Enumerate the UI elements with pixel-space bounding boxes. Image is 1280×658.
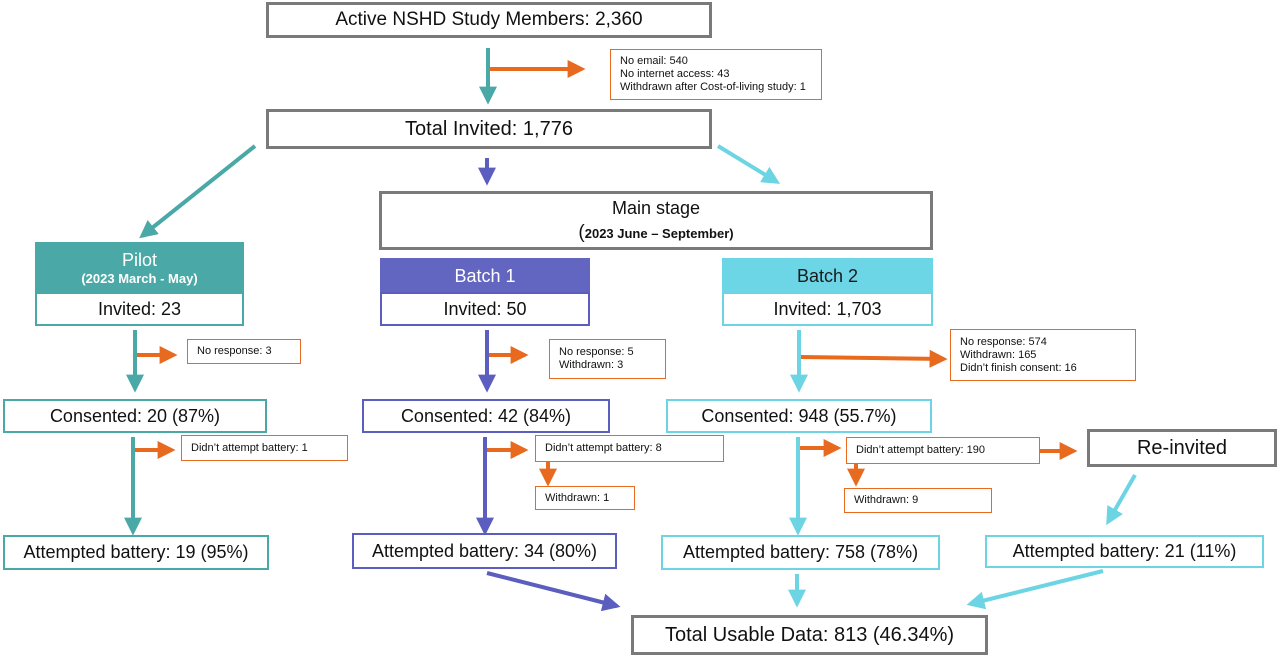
batch2-withdrawn-label: Withdrawn: 9 bbox=[854, 494, 919, 506]
batch1-exclusions-box: No response: 5 Withdrawn: 3 bbox=[549, 339, 666, 379]
exclusion-no-internet: No internet access: 43 bbox=[620, 68, 730, 80]
reinvited-box: Re-invited bbox=[1087, 429, 1277, 467]
pilot-consented-label: Consented: 20 (87%) bbox=[49, 405, 221, 426]
arrow-reinvited-to-total bbox=[966, 569, 1104, 610]
batch2-invited-box: Invited: 1,703 bbox=[722, 292, 933, 326]
arrow-invited-to-batch2 bbox=[716, 144, 781, 184]
pilot-header: Pilot (2023 March - May) bbox=[35, 242, 244, 294]
total-usable-box: Total Usable Data: 813 (46.34%) bbox=[631, 615, 988, 655]
batch1-no-response: No response: 5 bbox=[559, 346, 634, 358]
pilot-consented-box: Consented: 20 (87%) bbox=[3, 399, 267, 433]
batch2-attempted-box: Attempted battery: 758 (78%) bbox=[661, 535, 940, 570]
arrow-reinvited-to-attempted bbox=[1106, 474, 1137, 526]
batch2-didnt-finish-consent: Didn’t finish consent: 16 bbox=[960, 361, 1077, 374]
pilot-attempted-label: Attempted battery: 19 (95%) bbox=[23, 542, 249, 562]
batch2-withdrawn-box: Withdrawn: 9 bbox=[844, 488, 992, 513]
active-members-box: Active NSHD Study Members: 2,360 bbox=[266, 2, 712, 38]
batch1-consented-label: Consented: 42 (84%) bbox=[400, 405, 572, 426]
reinvited-attempted-box: Attempted battery: 21 (11%) bbox=[985, 535, 1264, 568]
batch1-attempted-box: Attempted battery: 34 (80%) bbox=[352, 533, 617, 569]
pilot-attempted-box: Attempted battery: 19 (95%) bbox=[3, 535, 269, 570]
batch2-attempted-label: Attempted battery: 758 (78%) bbox=[682, 542, 919, 562]
pilot-didnt-attempt-label: Didn’t attempt battery: 1 bbox=[191, 441, 308, 454]
pilot-title: Pilot bbox=[121, 250, 157, 270]
batch2-didnt-attempt-box: Didn’t attempt battery: 190 bbox=[846, 437, 1040, 464]
batch2-header: Batch 2 bbox=[722, 258, 933, 294]
batch1-withdrawn-label: Withdrawn: 1 bbox=[545, 491, 610, 504]
main-stage-box: Main stage (2023 June – September) bbox=[379, 191, 933, 250]
arrow-b1-to-total bbox=[486, 571, 621, 612]
batch1-invited-box: Invited: 50 bbox=[380, 292, 590, 326]
pilot-no-response-box: No response: 3 bbox=[187, 339, 301, 364]
total-invited-box: Total Invited: 1,776 bbox=[266, 109, 712, 149]
batch1-invited-label: Invited: 50 bbox=[443, 298, 527, 319]
pilot-dates: (2023 March - May) bbox=[81, 271, 198, 286]
main-stage-dates-text: 2023 June – September) bbox=[584, 225, 734, 241]
batch1-withdrawn-box: Withdrawn: 1 bbox=[535, 486, 635, 510]
batch1-attempted-label: Attempted battery: 34 (80%) bbox=[371, 540, 598, 561]
batch2-didnt-attempt-label: Didn’t attempt battery: 190 bbox=[856, 444, 986, 456]
main-stage-dates-paren: ( bbox=[578, 221, 585, 243]
batch1-consented-box: Consented: 42 (84%) bbox=[362, 399, 610, 433]
batch2-consented-label: Consented: 948 (55.7%) bbox=[701, 405, 897, 426]
batch2-no-response: No response: 574 bbox=[960, 335, 1047, 348]
batch1-didnt-attempt-label: Didn’t attempt battery: 8 bbox=[545, 442, 662, 454]
batch1-didnt-attempt-box: Didn’t attempt battery: 8 bbox=[535, 435, 724, 462]
main-stage-dates: (2023 June – September) bbox=[578, 222, 733, 244]
batch2-title: Batch 2 bbox=[796, 265, 859, 286]
total-invited-label: Total Invited: 1,776 bbox=[405, 117, 573, 140]
reinvited-title: Re-invited bbox=[1136, 436, 1228, 459]
pilot-didnt-attempt-box: Didn’t attempt battery: 1 bbox=[181, 435, 348, 461]
reinvited-attempted-label: Attempted battery: 21 (11%) bbox=[1012, 541, 1237, 561]
batch2-exclusions-box: No response: 574 Withdrawn: 165 Didn’t f… bbox=[950, 329, 1136, 381]
pilot-invited-box: Invited: 23 bbox=[35, 292, 244, 326]
batch2-withdrawn-pre: Withdrawn: 165 bbox=[960, 348, 1037, 361]
arrow-invited-to-pilot bbox=[139, 144, 257, 239]
batch1-title: Batch 1 bbox=[454, 265, 516, 286]
active-members-label: Active NSHD Study Members: 2,360 bbox=[335, 9, 643, 30]
batch1-withdrawn-pre: Withdrawn: 3 bbox=[559, 359, 624, 371]
main-stage-title: Main stage bbox=[611, 197, 701, 218]
total-usable-label: Total Usable Data: 813 (46.34%) bbox=[664, 623, 955, 646]
batch2-invited-label: Invited: 1,703 bbox=[773, 298, 882, 319]
pilot-invited-label: Invited: 23 bbox=[97, 298, 182, 319]
pilot-no-response-label: No response: 3 bbox=[197, 345, 272, 357]
batch2-consented-box: Consented: 948 (55.7%) bbox=[666, 399, 932, 433]
batch1-header: Batch 1 bbox=[380, 258, 590, 294]
exclusion-withdrawn-col: Withdrawn after Cost-of-living study: 1 bbox=[620, 81, 806, 93]
exclusion-no-email: No email: 540 bbox=[620, 55, 688, 67]
top-exclusions-box: No email: 540 No internet access: 43 Wit… bbox=[610, 49, 822, 100]
arrow-b2-exclusions bbox=[800, 349, 948, 368]
